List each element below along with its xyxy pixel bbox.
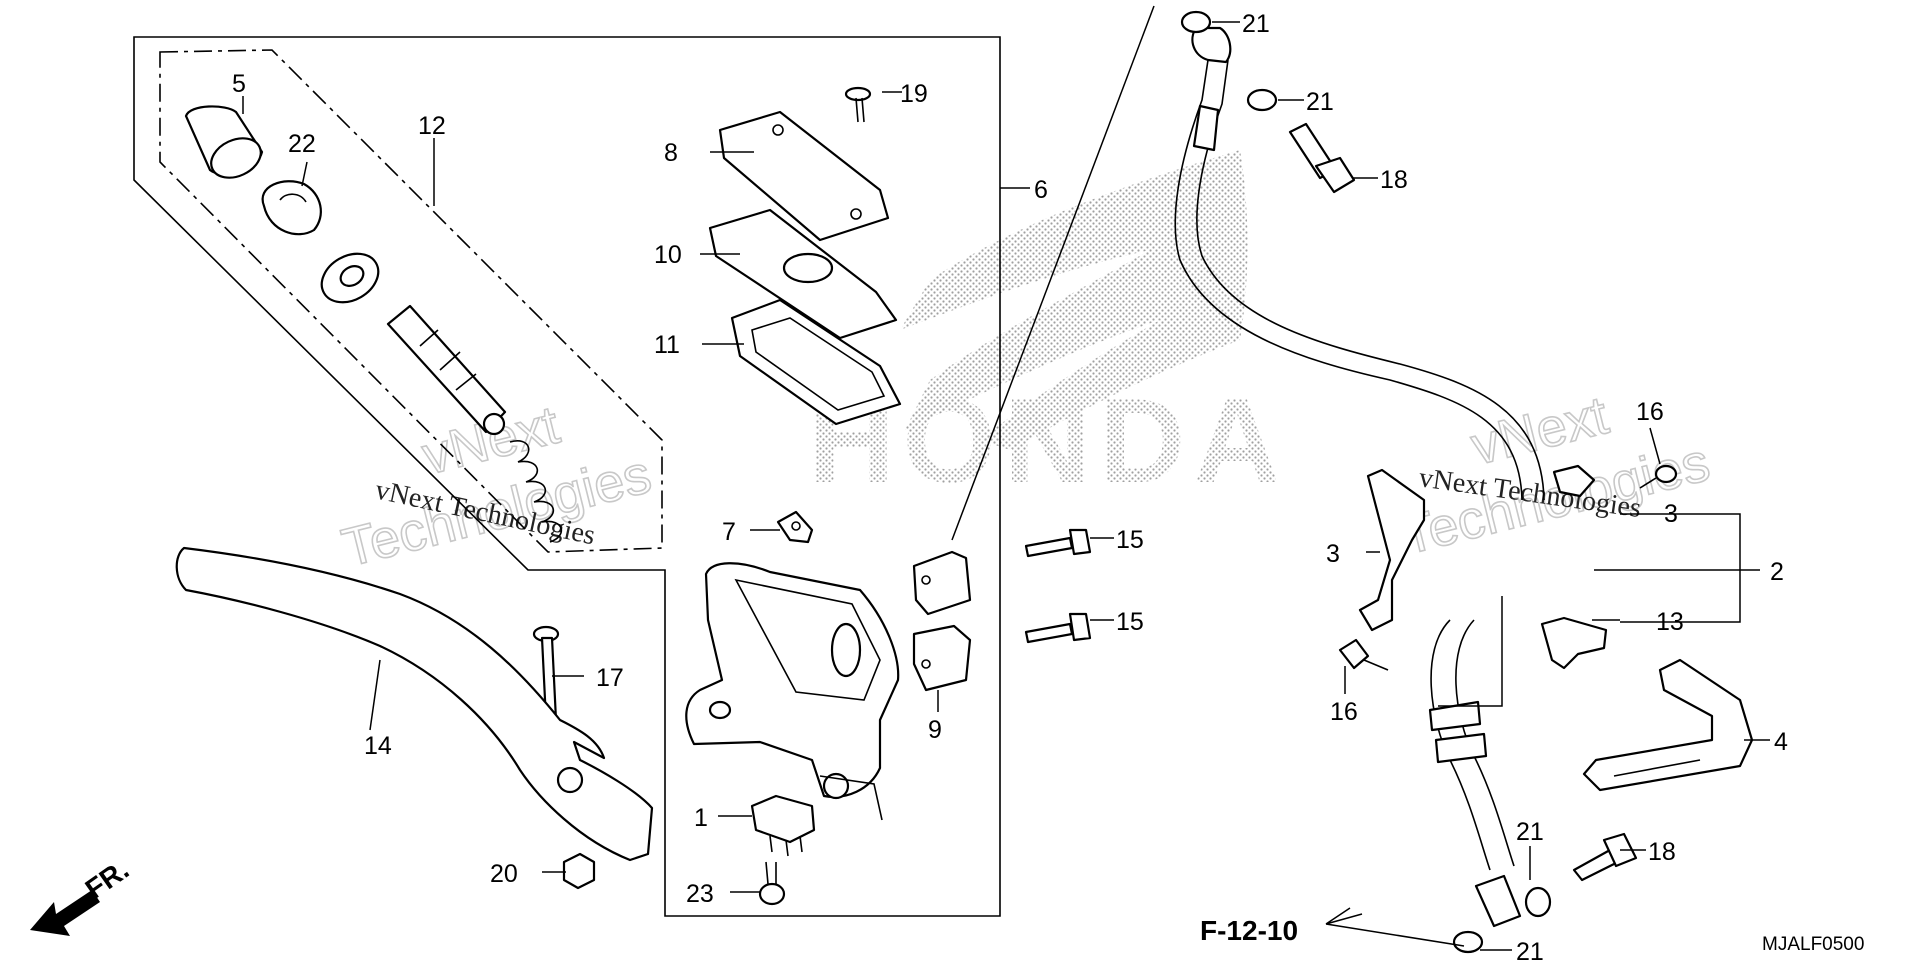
screw-part-23: [758, 861, 786, 906]
callout-10: 10: [654, 241, 682, 269]
boot-part-5: [184, 105, 264, 179]
callout-9: 9: [928, 716, 942, 744]
washer-21-c: [1524, 886, 1552, 918]
callout-8: 8: [664, 139, 678, 167]
washer-21-b: [1246, 88, 1278, 112]
section-reference: F-12-10: [1200, 915, 1298, 946]
callout-4: 4: [1774, 728, 1788, 756]
screw-part-19: [844, 86, 872, 123]
spring-part: [509, 440, 562, 543]
callout-21-third: 21: [1516, 818, 1544, 846]
callout-13-right: 13: [1656, 608, 1684, 636]
bolt-part-15-lower: [1024, 612, 1092, 644]
callout-21-bottom: 21: [1516, 938, 1544, 960]
callout-14: 14: [364, 732, 392, 760]
callout-15-upper: 15: [1116, 526, 1144, 554]
callout-6: 6: [1034, 176, 1048, 204]
bolt-part-17: [532, 625, 560, 722]
bolt-part-16-upper: [1639, 464, 1678, 489]
callout-21-top: 21: [1242, 10, 1270, 38]
callout-21-second: 21: [1306, 88, 1334, 116]
bolt-part-18-upper: [1288, 122, 1356, 194]
circlip-part-22: [261, 180, 322, 236]
callout-16-upper: 16: [1636, 398, 1664, 426]
washer-21-d: [1452, 930, 1484, 954]
brake-hose: [1174, 26, 1545, 928]
callout-7: 7: [722, 518, 736, 546]
bracket-part-4: [1582, 658, 1754, 792]
diagram-code: MJALF0500: [1762, 934, 1864, 955]
diaphragm-part-11: [730, 298, 902, 426]
bolt-part-18-lower: [1572, 832, 1638, 882]
group-frame-master-cylinder: [133, 36, 1001, 917]
callout-1: 1: [694, 804, 708, 832]
bolt-part-16-lower: [1338, 638, 1389, 671]
callout-22: 22: [288, 130, 316, 158]
washer-21-a: [1180, 10, 1212, 34]
clamp-part-3: [1358, 464, 1596, 632]
holder-part-9: [912, 550, 972, 692]
callout-20: 20: [490, 860, 518, 888]
callout-23: 23: [686, 880, 714, 908]
bracket-part-7: [776, 510, 814, 544]
front-arrow-icon: [30, 890, 100, 936]
leader-lines: [242, 5, 1770, 951]
clamp-part-13: [1540, 616, 1608, 670]
plate-part-10: [708, 208, 898, 340]
callout-12: 12: [418, 112, 446, 140]
brake-lever-part-14: [175, 546, 654, 862]
front-direction-indicator: FR.: [30, 854, 134, 936]
callout-3-left: 3: [1326, 540, 1340, 568]
callout-19: 19: [900, 80, 928, 108]
group-frame-piston-set: [159, 49, 663, 553]
nut-part-20: [562, 852, 596, 890]
callout-3-right: 3: [1664, 500, 1678, 528]
reservoir-cap-part-8: [718, 110, 890, 242]
callout-16-lower: 16: [1330, 698, 1358, 726]
callout-18-lower: 18: [1648, 838, 1676, 866]
callout-5: 5: [232, 70, 246, 98]
switch-part-1: [750, 794, 816, 857]
callout-18-upper: 18: [1380, 166, 1408, 194]
callout-17: 17: [596, 664, 624, 692]
bolt-part-15-upper: [1024, 528, 1092, 558]
callout-2: 2: [1770, 558, 1784, 586]
piston-part: [386, 304, 507, 436]
callout-11: 11: [654, 331, 680, 359]
callouts: 5 22 12 19 8 10 11 6 7 9 15 15 17 14 20 …: [232, 10, 1788, 960]
master-cylinder-body: [685, 562, 900, 821]
washer-part: [320, 252, 380, 304]
callout-15-lower: 15: [1116, 608, 1144, 636]
